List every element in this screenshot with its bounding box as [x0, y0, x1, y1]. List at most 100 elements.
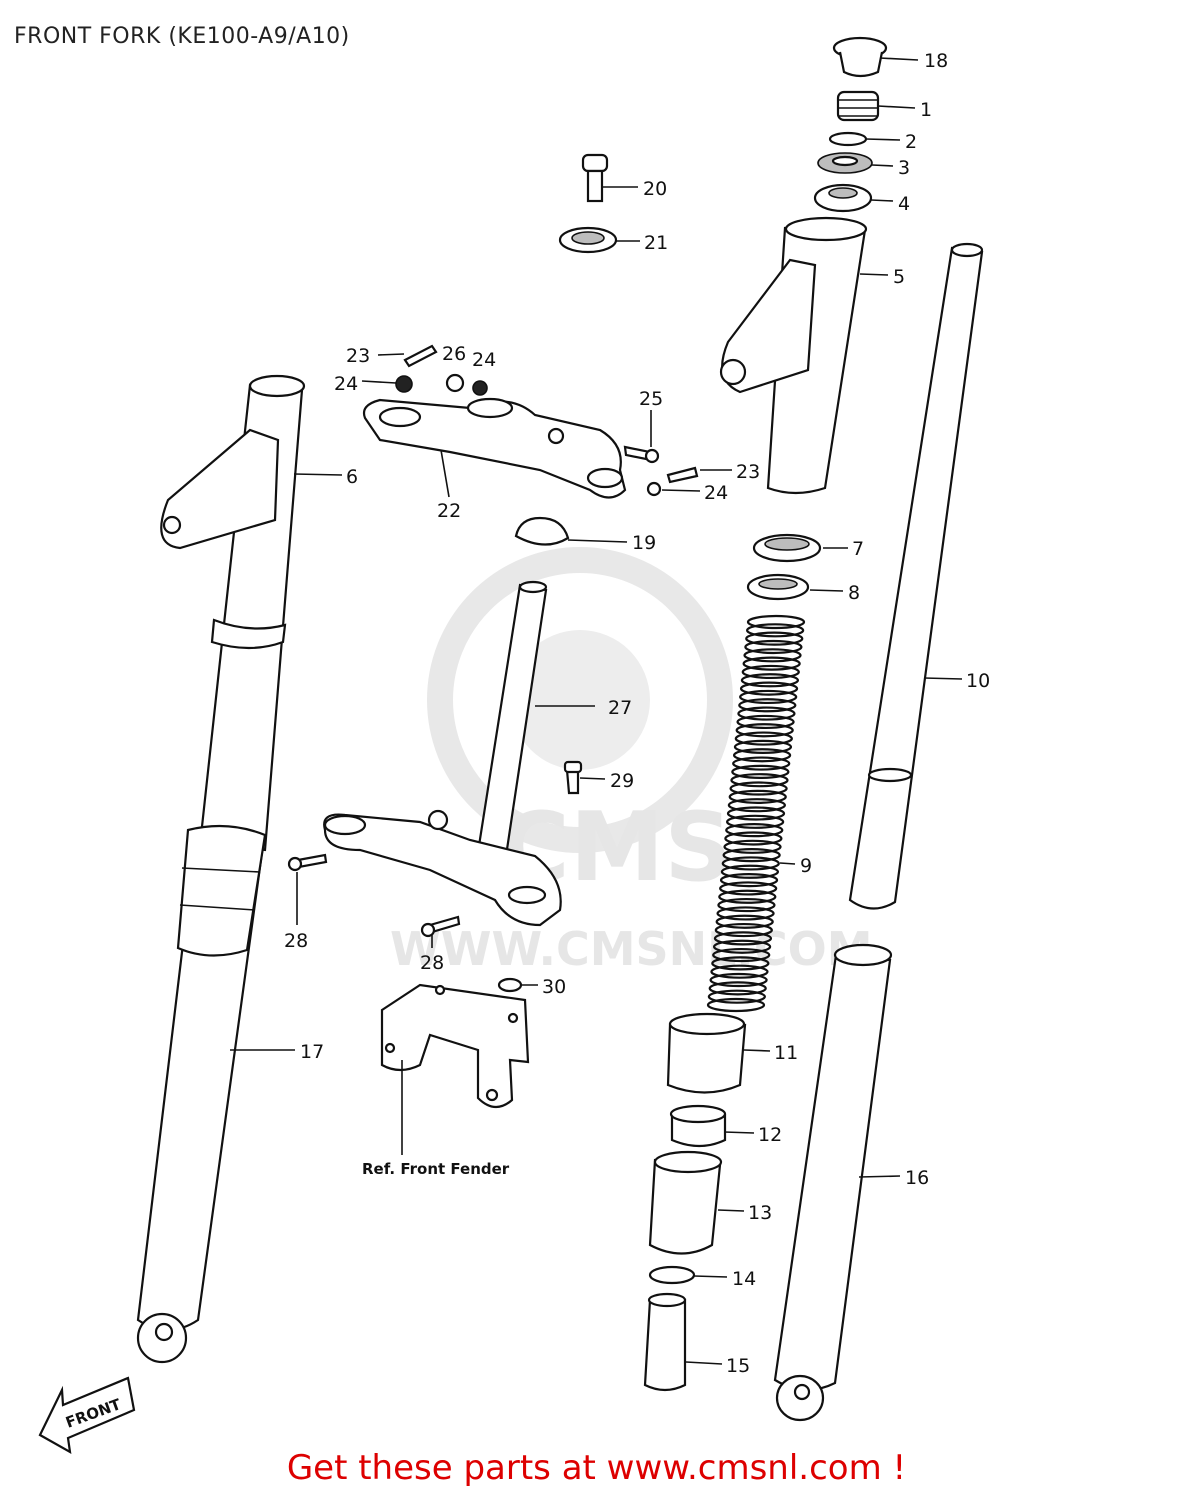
- spring-coil: [732, 756, 791, 771]
- callout-labels: 18 1 2 3 4 5 6 7 8 9 10 11 12 13 14 15 1…: [284, 50, 990, 1377]
- part-14-o-ring: [648, 1265, 696, 1285]
- part-17-left-outer-tube: [136, 824, 267, 1364]
- spring-coil: [732, 748, 792, 763]
- spring-coil: [715, 914, 774, 929]
- callout-11: 11: [774, 1042, 798, 1064]
- part-9-fork-spring: [706, 614, 806, 1013]
- spring-coil: [721, 856, 780, 871]
- part-25-bolt-head: [644, 448, 660, 464]
- spring-coil: [720, 864, 780, 879]
- front-direction-arrow: FRONT: [38, 1376, 136, 1455]
- spring-coil: [712, 939, 772, 954]
- callout-1: 1: [920, 99, 932, 121]
- part-24-nut-right: [646, 481, 662, 497]
- part-24-nut-left: [395, 375, 413, 393]
- spring-coil: [707, 989, 766, 1004]
- callout-4: 4: [898, 193, 910, 215]
- leader-lines: [230, 57, 963, 1365]
- callout-13: 13: [748, 1202, 772, 1224]
- part-1-top-bolt: [836, 90, 880, 122]
- part-29-bolt-head: [563, 760, 583, 774]
- part-3-washer: [817, 152, 873, 174]
- spring-coil: [708, 981, 767, 996]
- part-lower-bracket: [323, 809, 562, 927]
- part-28-bolt-left: [296, 853, 328, 869]
- spring-coil: [713, 931, 773, 946]
- part-10-right-inner-tube: [848, 242, 984, 910]
- spring-coil: [711, 956, 770, 971]
- spring-coil: [737, 706, 796, 721]
- part-22-upper-bracket: [362, 397, 627, 499]
- spring-coil: [729, 781, 788, 796]
- callout-12: 12: [758, 1124, 782, 1146]
- diagram-title: FRONT FORK (KE100-A9/A10): [14, 24, 350, 49]
- callout-7: 7: [852, 538, 864, 560]
- callout-9: 9: [800, 855, 812, 877]
- part-28-bolt-middle-head: [420, 922, 436, 938]
- spring-coil: [746, 623, 805, 638]
- part-12-collar: [669, 1104, 727, 1148]
- part-23-bolt-upper: [403, 344, 438, 368]
- callout-30: 30: [542, 976, 566, 998]
- part-13-cylinder: [648, 1150, 723, 1255]
- callout-22: 22: [437, 500, 461, 522]
- spring-coil: [724, 831, 783, 846]
- spring-coil: [731, 764, 790, 779]
- spring-coil: [714, 922, 773, 938]
- watermark-url: WWW.CMSNL.COM: [390, 922, 873, 976]
- spring-coil: [741, 664, 800, 680]
- callout-23-upper: 23: [346, 345, 370, 367]
- spring-coil: [734, 731, 793, 746]
- part-5-right-upper-tube: [719, 216, 868, 495]
- spring-coil: [728, 789, 787, 804]
- spring-coil: [717, 897, 776, 913]
- part-19-cap: [514, 516, 570, 546]
- part-29-bolt: [565, 768, 580, 795]
- callout-24-middle: 24: [472, 349, 496, 371]
- part-18-cap: [832, 36, 888, 78]
- callout-24-right: 24: [704, 482, 728, 504]
- callout-16: 16: [905, 1167, 929, 1189]
- spring-coil: [730, 773, 789, 788]
- callout-5: 5: [893, 266, 905, 288]
- fender-bracket: [380, 983, 530, 1109]
- callout-28-middle: 28: [420, 952, 444, 974]
- part-23-bolt-lower: [666, 466, 699, 484]
- reference-note: Ref. Front Fender: [362, 1160, 510, 1178]
- spring-coil: [725, 823, 784, 838]
- callout-10: 10: [966, 670, 990, 692]
- spring-coil: [739, 689, 798, 705]
- callout-17: 17: [300, 1041, 324, 1063]
- spring-coil: [745, 631, 804, 646]
- part-2-o-ring: [828, 131, 868, 147]
- spring-coil: [712, 947, 771, 963]
- spring-coil: [744, 639, 803, 655]
- spring-coil: [723, 839, 782, 854]
- spring-coil: [727, 798, 786, 813]
- part-20-bolt: [581, 153, 609, 203]
- spring-coil: [726, 814, 785, 829]
- part-7-oil-seal: [752, 533, 822, 563]
- callout-23-lower: 23: [736, 461, 760, 483]
- callout-27: 27: [608, 697, 632, 719]
- callout-8: 8: [848, 582, 860, 604]
- callout-21: 21: [644, 232, 668, 254]
- part-26-nut: [445, 373, 465, 393]
- callout-18: 18: [924, 50, 948, 72]
- footer-text: Get these parts at www.cmsnl.com !: [286, 1448, 907, 1488]
- spring-coil: [735, 723, 794, 738]
- spring-coil: [718, 889, 777, 904]
- part-6-left-upper-tube: [160, 374, 306, 852]
- footer-link[interactable]: Get these parts at www.cmsnl.com !: [0, 1448, 1183, 1488]
- part-11-piston: [666, 1012, 747, 1094]
- spring-coil: [739, 681, 799, 696]
- part-24-nut-middle: [472, 380, 488, 396]
- part-28-bolt-left-head: [287, 856, 303, 872]
- part-30-washer: [497, 977, 523, 993]
- callout-20: 20: [643, 178, 667, 200]
- callout-15: 15: [726, 1355, 750, 1377]
- part-21-cap: [558, 226, 618, 254]
- callout-24-left: 24: [334, 373, 358, 395]
- spring-coil: [743, 648, 802, 663]
- part-16-right-outer-tube: [773, 943, 893, 1422]
